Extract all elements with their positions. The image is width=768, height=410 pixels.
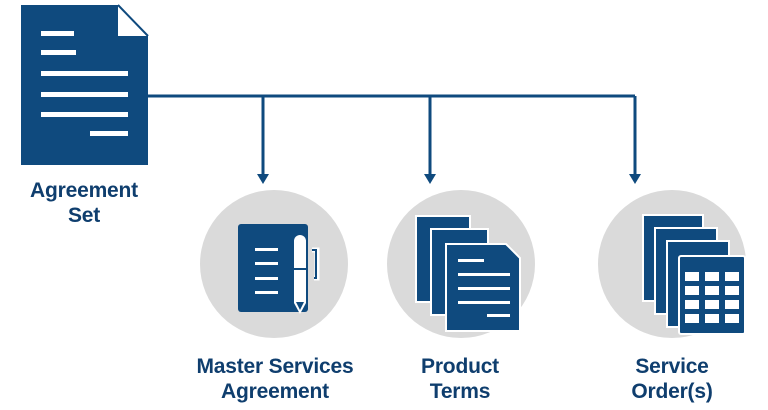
msa-label-line2: Agreement: [221, 380, 329, 403]
arrow-to-service-orders: [629, 174, 641, 184]
arrow-to-msa: [257, 174, 269, 184]
root-label-line1: Agreement: [30, 179, 138, 202]
document-stack-icon: [415, 215, 521, 332]
service-orders-label: Service Order(s): [592, 354, 752, 404]
document-icon: [21, 4, 149, 165]
service-orders-label-line1: Service: [635, 355, 709, 378]
notepad-pen-icon: [238, 224, 320, 314]
spreadsheet-stack-icon: [642, 214, 746, 335]
connector-lines: [148, 94, 637, 175]
product-terms-label-line1: Product: [421, 355, 499, 378]
root-label-line2: Set: [67, 204, 101, 227]
service-orders-label-line2: Order(s): [631, 380, 713, 403]
msa-label-line1: Master Services: [196, 355, 354, 378]
arrowheads: [257, 174, 641, 184]
msa-label: Master Services Agreement: [180, 354, 370, 404]
product-terms-label: Product Terms: [380, 354, 540, 404]
product-terms-label-line2: Terms: [429, 380, 491, 403]
root-label: Agreement Set: [4, 178, 164, 228]
arrow-to-product-terms: [424, 174, 436, 184]
